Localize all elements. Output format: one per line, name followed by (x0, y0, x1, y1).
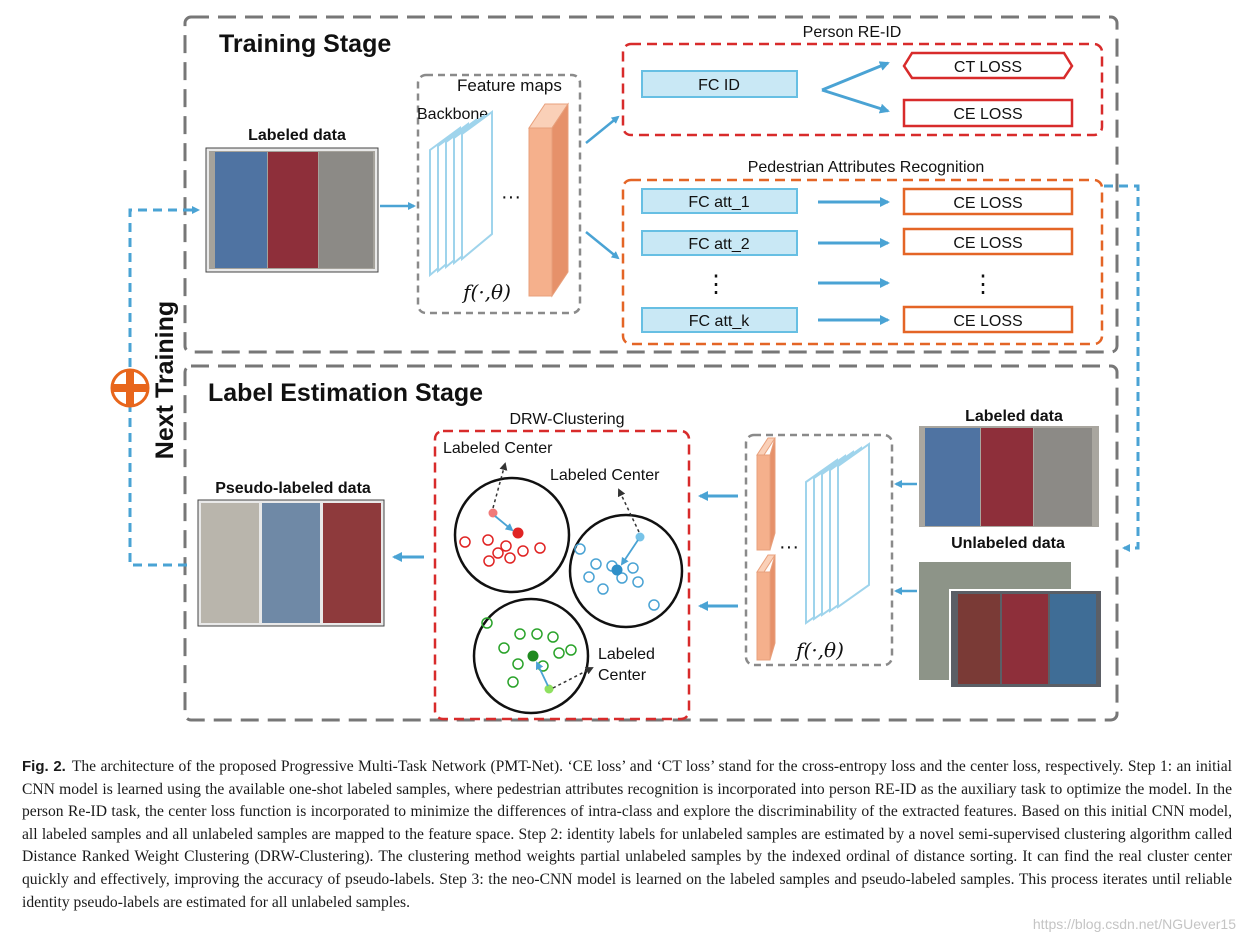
ce-loss-att-k-box (902, 305, 1074, 334)
reid-title: Person RE-ID (803, 24, 902, 41)
par-vdots-left: ⋮ (704, 271, 728, 298)
ct-loss-label: CT LOSS (954, 59, 1022, 76)
training-labeled-image (205, 147, 379, 273)
backbone-label: Backbone (417, 106, 488, 123)
figure-caption: Fig. 2.The architecture of the proposed … (22, 756, 1232, 914)
pointer-blue (617, 488, 640, 533)
backbone-box (416, 73, 582, 315)
feature-maps-label: Feature maps (457, 76, 562, 95)
par-vdots-right: ⋮ (971, 271, 995, 298)
fc-att-2-box (641, 230, 798, 256)
caption-text: The architecture of the proposed Progres… (22, 758, 1232, 911)
feedback-line-right (1104, 184, 1140, 552)
arrow-fc-id-to-ct (821, 61, 890, 92)
fc-att-k-label: FC att_k (689, 313, 750, 330)
cluster-green (472, 597, 590, 715)
training-stage-title: Training Stage (219, 30, 391, 58)
training-labeled-data-label: Labeled data (248, 127, 346, 144)
center-label-green-line2: Center (598, 667, 647, 684)
arrow-to-par (585, 231, 620, 260)
next-training-label: Next Training (151, 301, 179, 459)
par-box (621, 178, 1104, 346)
fc-id-label: FC ID (698, 77, 740, 94)
estimation-backbone-layers (805, 442, 870, 625)
fc-att-1-label: FC att_1 (688, 194, 749, 211)
drw-title: DRW-Clustering (510, 411, 625, 428)
ce-loss-att-1-label: CE LOSS (953, 195, 1022, 212)
drw-box (433, 429, 691, 721)
fc-att-2-label: FC att_2 (688, 236, 749, 253)
ce-loss-att-k-label: CE LOSS (953, 313, 1022, 330)
training-function-label: f(·,θ) (461, 280, 511, 304)
unlabeled-image-stack (919, 562, 1103, 689)
arrow-fc-id-to-ce (821, 88, 890, 114)
cluster-blue (568, 513, 684, 629)
reid-ce-loss-box (902, 98, 1074, 128)
ce-loss-att-2-label: CE LOSS (953, 235, 1022, 252)
fc-att-k-box (641, 307, 798, 333)
cluster-red (453, 476, 571, 594)
caption-label: Fig. 2. (22, 758, 66, 775)
estimation-ellipsis: ··· (779, 536, 799, 558)
backbone-ellipsis: ··· (501, 186, 521, 208)
par-title: Pedestrian Attributes Recognition (748, 159, 985, 176)
estimation-backbone-box (744, 433, 894, 667)
estimation-feature-maps (756, 437, 776, 661)
architecture-diagram: Training Stage Label Estimation Stage La… (110, 15, 1140, 722)
estimation-labeled-image (919, 426, 1099, 527)
feature-map-block (528, 102, 569, 298)
ce-loss-att-2-box (902, 227, 1074, 256)
watermark: https://blog.csdn.net/NGUever15 (1032, 916, 1236, 932)
label-estimation-stage-title: Label Estimation Stage (208, 379, 483, 407)
training-stage-frame (183, 15, 1119, 354)
ce-loss-att-1-box (902, 187, 1074, 216)
arrow-to-reid (585, 115, 620, 144)
center-label-green-line1: Labeled (598, 646, 655, 663)
estimation-labeled-data-label: Labeled data (965, 408, 1063, 425)
fc-id-box (641, 70, 798, 98)
ct-loss-box (902, 51, 1074, 80)
backbone-layers (429, 110, 493, 278)
reid-ce-loss-label: CE LOSS (953, 106, 1022, 123)
unlabeled-data-label: Unlabeled data (951, 535, 1065, 552)
pointer-red (492, 462, 508, 509)
center-label-blue: Labeled Center (550, 467, 660, 484)
estimation-function-label: f(·,θ) (794, 638, 844, 662)
pointer-green (552, 667, 594, 689)
pseudo-labeled-data-label: Pseudo-labeled data (215, 480, 371, 497)
pseudo-labeled-images (197, 499, 385, 627)
fc-att-1-box (641, 188, 798, 214)
center-label-red: Labeled Center (443, 440, 553, 457)
reid-box (621, 42, 1104, 137)
add-icon (110, 368, 150, 408)
